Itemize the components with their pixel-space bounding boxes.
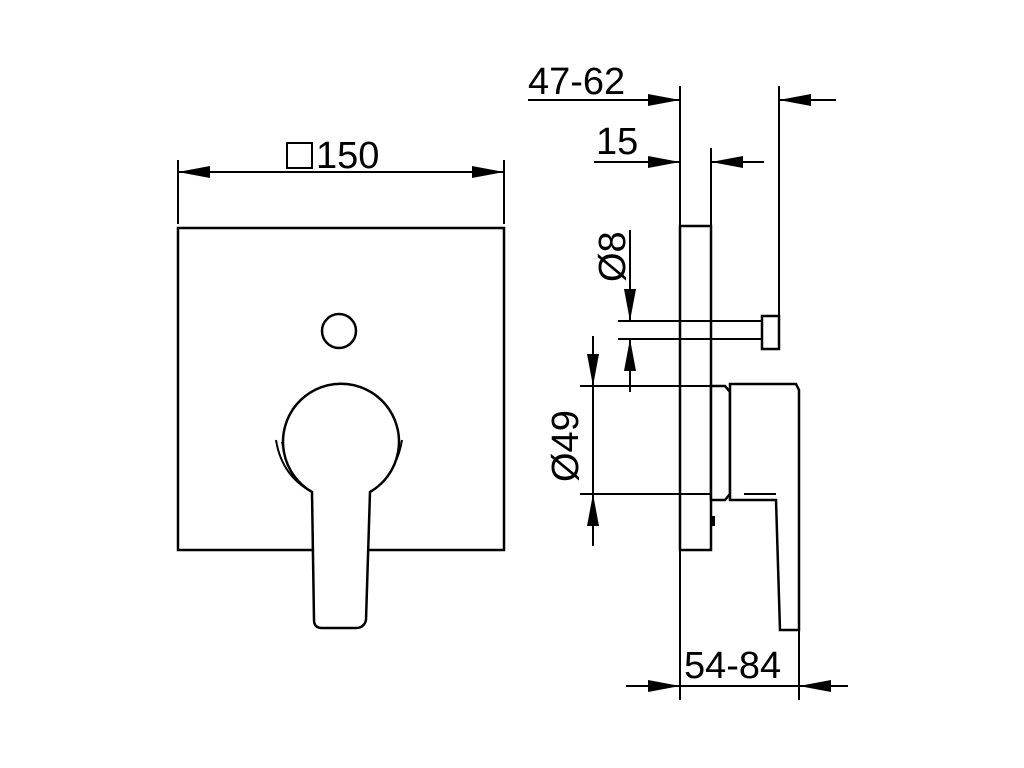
plate-width-label: 150 xyxy=(316,135,379,177)
dim-d49-label: Ø49 xyxy=(545,410,587,482)
side-lever xyxy=(728,382,801,632)
dim-54-84-label: 54-84 xyxy=(684,645,781,687)
plate-width-dimension: 150 xyxy=(177,135,505,224)
dim-47-62: 47-62 xyxy=(528,61,836,316)
lever-handle[interactable] xyxy=(281,382,401,630)
square-symbol-icon xyxy=(286,142,313,169)
dim-d8-label: Ø8 xyxy=(592,231,634,282)
front-view xyxy=(176,226,506,630)
side-view xyxy=(678,224,801,632)
dim-47-62-label: 47-62 xyxy=(528,61,625,103)
diverter-knob xyxy=(760,314,781,351)
dim-d8: Ø8 xyxy=(592,230,711,392)
dim-15-label: 15 xyxy=(596,121,638,163)
dim-15: 15 xyxy=(594,121,764,226)
side-cover-plate xyxy=(678,224,713,552)
dim-d49: Ø49 xyxy=(545,336,711,546)
side-rosette xyxy=(709,384,732,502)
dim-54-84: 54-84 xyxy=(626,550,848,700)
diverter-button xyxy=(320,312,358,350)
